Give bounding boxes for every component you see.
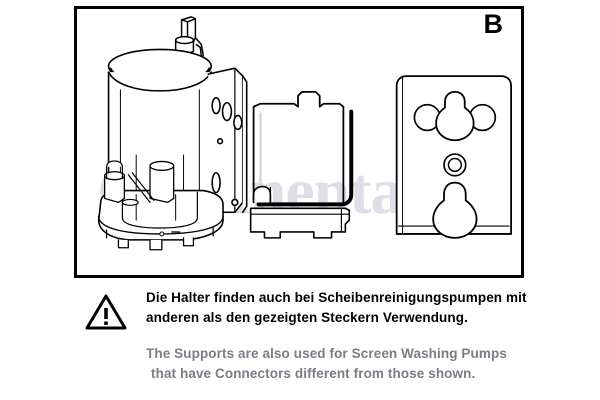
mounting-plate-right-art bbox=[395, 75, 512, 239]
panel-label: B bbox=[483, 9, 504, 39]
caption-german: Die Halter finden auch bei Scheibenreini… bbox=[146, 288, 546, 328]
diagram-frame: Continental bbox=[74, 6, 524, 278]
caption-english: The Supports are also used for Screen Wa… bbox=[146, 344, 546, 384]
pump-motor-assembly-art bbox=[97, 16, 248, 251]
support-bracket-middle-art bbox=[249, 90, 354, 239]
caption-english-line1: The Supports are also used for Screen Wa… bbox=[146, 346, 507, 361]
caption-english-line2: that have Connectors different from thos… bbox=[151, 366, 476, 381]
caption-german-line1: Die Halter finden auch bei Scheibenreini… bbox=[146, 290, 527, 305]
warning-triangle-icon bbox=[85, 294, 127, 330]
caption-german-line2: anderen als den gezeigten Steckern Verwe… bbox=[146, 310, 468, 325]
parts-artwork bbox=[97, 16, 512, 251]
